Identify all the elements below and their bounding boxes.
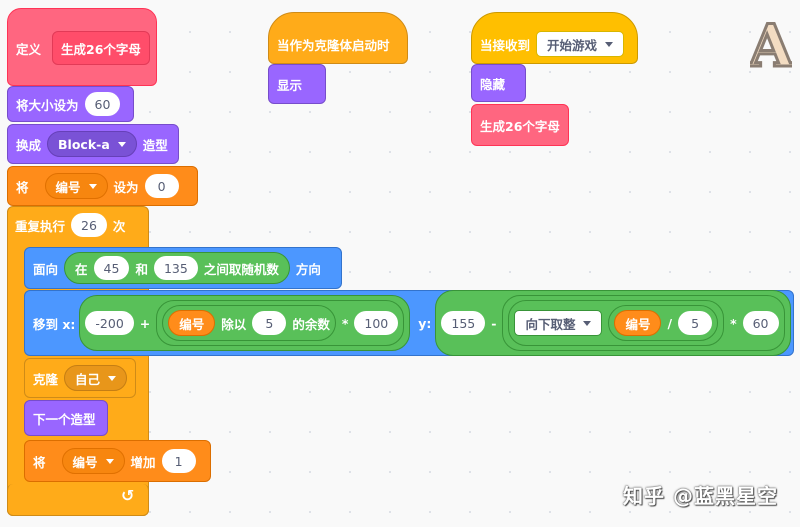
mod-label: 除以 (221, 316, 247, 332)
point-dir-suffix: 方向 (295, 261, 321, 277)
mod-by-input[interactable]: 5 (252, 311, 287, 335)
switch-costume-suffix: 造型 (142, 137, 168, 153)
repeat-count-input[interactable]: 26 (71, 213, 107, 237)
set-size-block[interactable]: 将大小设为 60 (7, 86, 134, 122)
random-and-label: 和 (135, 261, 148, 277)
set-var-label: 将 (16, 179, 29, 195)
chevron-down-icon (605, 41, 614, 47)
y-base-input[interactable]: 155 (441, 311, 486, 335)
change-var-input[interactable]: 1 (161, 449, 196, 473)
define-name: 生成26个字母 (61, 41, 141, 57)
clone-hat-label: 当作为克隆体启动时 (277, 37, 390, 53)
repeat-label: 重复执行 (15, 218, 66, 234)
goto-x-label: 移到 x: (33, 316, 76, 332)
repeat-arm-bottom (7, 484, 149, 516)
floor-dropdown[interactable]: 向下取整 (514, 310, 603, 336)
change-var-mid: 增加 (130, 454, 156, 470)
chevron-down-icon (583, 320, 592, 326)
define-prototype[interactable]: 生成26个字母 (52, 31, 150, 65)
change-variable-block[interactable]: 将 编号 增加 1 (24, 440, 211, 482)
set-var-mid: 设为 (113, 179, 139, 195)
x-mult-input[interactable]: 100 (354, 311, 399, 335)
floor-operator[interactable]: 向下取整 编号 / 5 (508, 300, 725, 346)
y-mult-input[interactable]: 60 (742, 311, 779, 335)
plus-sign: + (139, 315, 151, 331)
hide-label: 隐藏 (480, 76, 506, 92)
repeat-suffix: 次 (112, 218, 126, 234)
clone-label: 克隆 (33, 371, 59, 387)
costume-dropdown[interactable]: Block-a (47, 131, 137, 157)
mod-var-reporter[interactable]: 编号 (168, 310, 216, 336)
chevron-down-icon (117, 141, 126, 147)
costume-value: Block-a (58, 136, 110, 152)
switch-costume-block[interactable]: 换成 Block-a 造型 (7, 124, 179, 164)
change-var-name: 编号 (72, 454, 98, 470)
set-size-input[interactable]: 60 (84, 92, 121, 116)
chevron-down-icon (108, 375, 117, 381)
x-times-operator[interactable]: 编号 除以 5 的余数 * 100 (156, 300, 405, 346)
show-block[interactable]: 显示 (268, 64, 326, 104)
random-suffix-label: 之间取随机数 (203, 261, 279, 277)
goto-y-label: y: (418, 315, 432, 331)
clone-target-value: 自己 (75, 371, 101, 387)
set-var-name: 编号 (55, 179, 81, 195)
switch-costume-label: 换成 (16, 137, 42, 153)
watermark: 知乎 @蓝黑星空 (623, 484, 778, 508)
call-label: 生成26个字母 (480, 118, 560, 134)
create-clone-block[interactable]: 克隆 自己 (24, 358, 136, 398)
random-in-label: 在 (75, 261, 88, 277)
next-costume-block[interactable]: 下一个造型 (24, 400, 108, 436)
loop-arrow-icon: ↺ (121, 486, 135, 505)
random-from-input[interactable]: 45 (93, 256, 130, 280)
minus-sign: - (491, 315, 497, 331)
set-variable-block[interactable]: 将 编号 设为 0 (7, 166, 198, 206)
point-direction-block[interactable]: 面向 在 45 和 135 之间取随机数 方向 (24, 247, 342, 289)
define-label: 定义 (16, 42, 42, 57)
y-times-operator[interactable]: 向下取整 编号 / 5 * 60 (502, 295, 785, 351)
mod-suffix-label: 的余数 (292, 316, 330, 332)
repeat-header: 重复执行 26 次 (7, 206, 125, 244)
mod-operator[interactable]: 编号 除以 5 的余数 (162, 305, 336, 341)
times-sign: * (341, 315, 349, 331)
chevron-down-icon (88, 183, 97, 189)
divide-var-reporter[interactable]: 编号 (614, 310, 662, 336)
when-receive-hat[interactable]: 当接收到 开始游戏 (471, 12, 638, 64)
logo-letter: A (750, 14, 792, 80)
divide-sign: / (667, 315, 673, 331)
hide-block[interactable]: 隐藏 (471, 64, 526, 102)
goto-xy-block[interactable]: 移到 x: -200 + 编号 除以 5 的余数 * 100 y: 155 - … (24, 290, 794, 356)
x-base-input[interactable]: -200 (85, 311, 134, 335)
sprite-letter-logo: A (750, 14, 792, 80)
set-var-dropdown[interactable]: 编号 (44, 173, 108, 199)
clone-target-dropdown[interactable]: 自己 (64, 365, 128, 391)
clone-start-hat[interactable]: 当作为克隆体启动时 (268, 12, 408, 64)
divide-operator[interactable]: 编号 / 5 (608, 305, 719, 341)
div-by-input[interactable]: 5 (678, 311, 713, 335)
change-var-dropdown[interactable]: 编号 (61, 448, 125, 474)
set-size-label: 将大小设为 (16, 97, 79, 113)
call-procedure-block[interactable]: 生成26个字母 (471, 104, 569, 146)
set-var-input[interactable]: 0 (144, 174, 179, 198)
receive-label: 当接收到 (480, 37, 531, 53)
next-costume-label: 下一个造型 (33, 411, 96, 427)
y-times-sign: * (730, 315, 737, 331)
message-dropdown[interactable]: 开始游戏 (536, 31, 625, 57)
point-dir-label: 面向 (33, 261, 59, 277)
floor-value: 向下取整 (525, 316, 576, 332)
change-var-label: 将 (33, 454, 46, 470)
y-minus-operator[interactable]: 155 - 向下取整 编号 / 5 * 60 (435, 290, 791, 356)
show-label: 显示 (277, 77, 303, 93)
define-hat-block[interactable]: 定义 生成26个字母 (7, 8, 157, 86)
x-plus-operator[interactable]: -200 + 编号 除以 5 的余数 * 100 (79, 295, 411, 351)
message-value: 开始游戏 (547, 37, 598, 53)
random-to-input[interactable]: 135 (153, 256, 198, 280)
random-operator[interactable]: 在 45 和 135 之间取随机数 (64, 252, 290, 284)
chevron-down-icon (105, 458, 114, 464)
